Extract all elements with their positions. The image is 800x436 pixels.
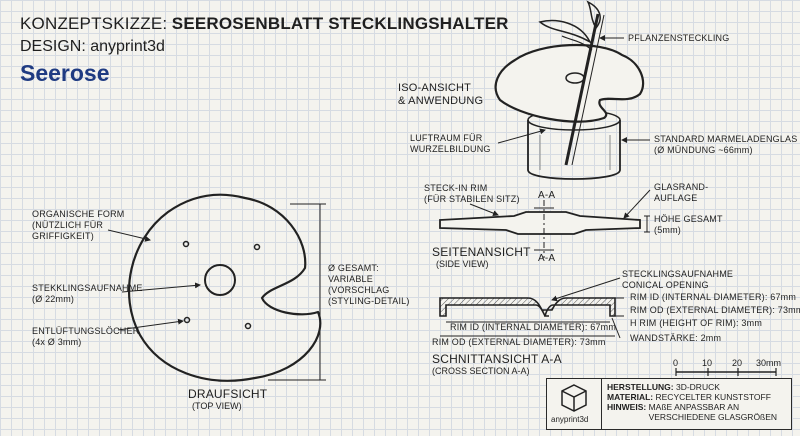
scale-tick-label: 0: [673, 358, 679, 368]
leader-line: [117, 318, 184, 331]
iso-pad: [494, 43, 645, 123]
top-view-drawing: [107, 193, 326, 382]
label-rim-id-left: RIM ID (INTERNAL DIAMETER): 67mm: [450, 322, 617, 332]
info-value: RECYCELTER KUNSTSTOFF: [655, 392, 771, 402]
label-cutting-hole: STEKKLINGSAUFNAHME (Ø 22mm): [32, 283, 143, 304]
label-total-height: HÖHE GESAMT (5mm): [654, 214, 723, 235]
logo-box: anyprint3d: [547, 379, 602, 429]
label-organic-shape: ORGANISCHE FORM (NÜTZLICH FÜR GRIFFIGKEI…: [32, 209, 125, 241]
scale-tick-label: 20: [732, 358, 743, 368]
info-key: HERSTELLUNG:: [607, 382, 674, 392]
side-profile: [439, 211, 641, 235]
leader-line: [611, 317, 621, 339]
lily-pad-outline: [128, 193, 322, 382]
title-main: SEEROSENBLATT STECKLINGSHALTER: [171, 14, 509, 33]
section-view-subtitle: (CROSS SECTION A-A): [432, 366, 530, 376]
cutting-stem: [571, 14, 605, 166]
scale-bar: [675, 368, 777, 376]
design-credit: DESIGN: anyprint3d: [20, 38, 165, 55]
label-cutting: PFLANZENSTECKLING: [628, 33, 730, 43]
leader-line: [121, 282, 201, 293]
jar-body: [527, 120, 621, 180]
label-wall-thickness: WANDSTÄRKE: 2mm: [630, 333, 722, 343]
vent-hole: [253, 243, 261, 251]
scale-tick-label: 10: [702, 358, 713, 368]
logo-text: anyprint3d: [551, 415, 589, 424]
label-section-top: A-A: [538, 190, 556, 201]
leader-line: [497, 128, 546, 144]
top-view-subtitle: (TOP VIEW): [192, 401, 242, 411]
info-value: 3D-DRUCK: [675, 382, 720, 392]
page-title: KONZEPTSKIZZE: SEEROSENBLATT STECKLINGSH…: [20, 14, 509, 34]
label-steck-in-rim: STECK-IN RIM (FÜR STABILEN SITZ): [424, 183, 520, 204]
section-profile: [439, 297, 616, 317]
leader-line: [469, 203, 499, 216]
label-overall-diameter: Ø GESAMT: VARIABLE (VORSCHLAG (STYLING-D…: [328, 263, 410, 306]
section-view-title: SCHNITTANSICHT A-A: [432, 352, 562, 366]
iso-view-drawing: [494, 0, 650, 180]
leader-line: [623, 189, 651, 219]
label-rim-od-right: RIM OD (EXTERNAL DIAMETER): 73mm: [630, 305, 800, 315]
cutting-hole: [204, 264, 236, 296]
vent-hole: [244, 322, 252, 330]
info-box: anyprint3d HERSTELLUNG: 3D-DRUCK MATERIA…: [546, 378, 792, 430]
iso-view-title: ISO-ANSICHT & ANWENDUNG: [398, 82, 484, 107]
section-view-drawing: [439, 277, 624, 339]
label-jar: STANDARD MARMELADENGLAS (Ø MÜNDUNG ~66mm…: [654, 134, 798, 155]
scale-tick-label: 30mm: [756, 358, 782, 368]
info-value: MAßE ANPASSBAR AN VERSCHIEDENE GLASGRÖßE…: [648, 402, 778, 422]
label-rim-od-left: RIM OD (EXTERNAL DIAMETER): 73mm: [432, 337, 606, 347]
brand-name: Seerose: [20, 60, 110, 86]
label-glass-rim: GLASRAND- AUFLAGE: [654, 182, 709, 203]
leader-line: [107, 229, 151, 242]
leader-line: [551, 277, 621, 302]
cube-logo-icon: [561, 384, 587, 412]
side-view-title: SEITENANSICHT: [432, 245, 531, 259]
label-air-space: LUFTRAUM FÜR WURZELBILDUNG: [410, 133, 491, 154]
label-conical-opening: STECKLINGSAUFNAHME CONICAL OPENING: [622, 269, 734, 290]
cutting-stem: [564, 13, 600, 166]
info-lines: HERSTELLUNG: 3D-DRUCK MATERIAL: RECYCELT…: [607, 382, 777, 422]
vent-hole: [183, 316, 191, 324]
leaf: [561, 35, 593, 51]
label-section-bottom: A-A: [538, 253, 556, 264]
side-view-subtitle: (SIDE VIEW): [436, 259, 489, 269]
side-view-drawing: [439, 189, 651, 258]
info-key: MATERIAL:: [607, 392, 654, 402]
info-key: HINWEIS:: [607, 402, 647, 412]
label-vent-holes: ENTLÜFTUNGSLÖCHER (4x Ø 3mm): [32, 326, 140, 347]
top-view-title: DRAUFSICHT: [188, 387, 268, 401]
vent-hole: [182, 240, 190, 248]
leaf: [586, 0, 601, 30]
label-h-rim: H RIM (HEIGHT OF RIM): 3mm: [630, 318, 763, 328]
leaf: [538, 19, 592, 44]
label-rim-id-right: RIM ID (INTERNAL DIAMETER): 67mm: [630, 292, 797, 302]
title-prefix: KONZEPTSKIZZE:: [20, 14, 168, 33]
